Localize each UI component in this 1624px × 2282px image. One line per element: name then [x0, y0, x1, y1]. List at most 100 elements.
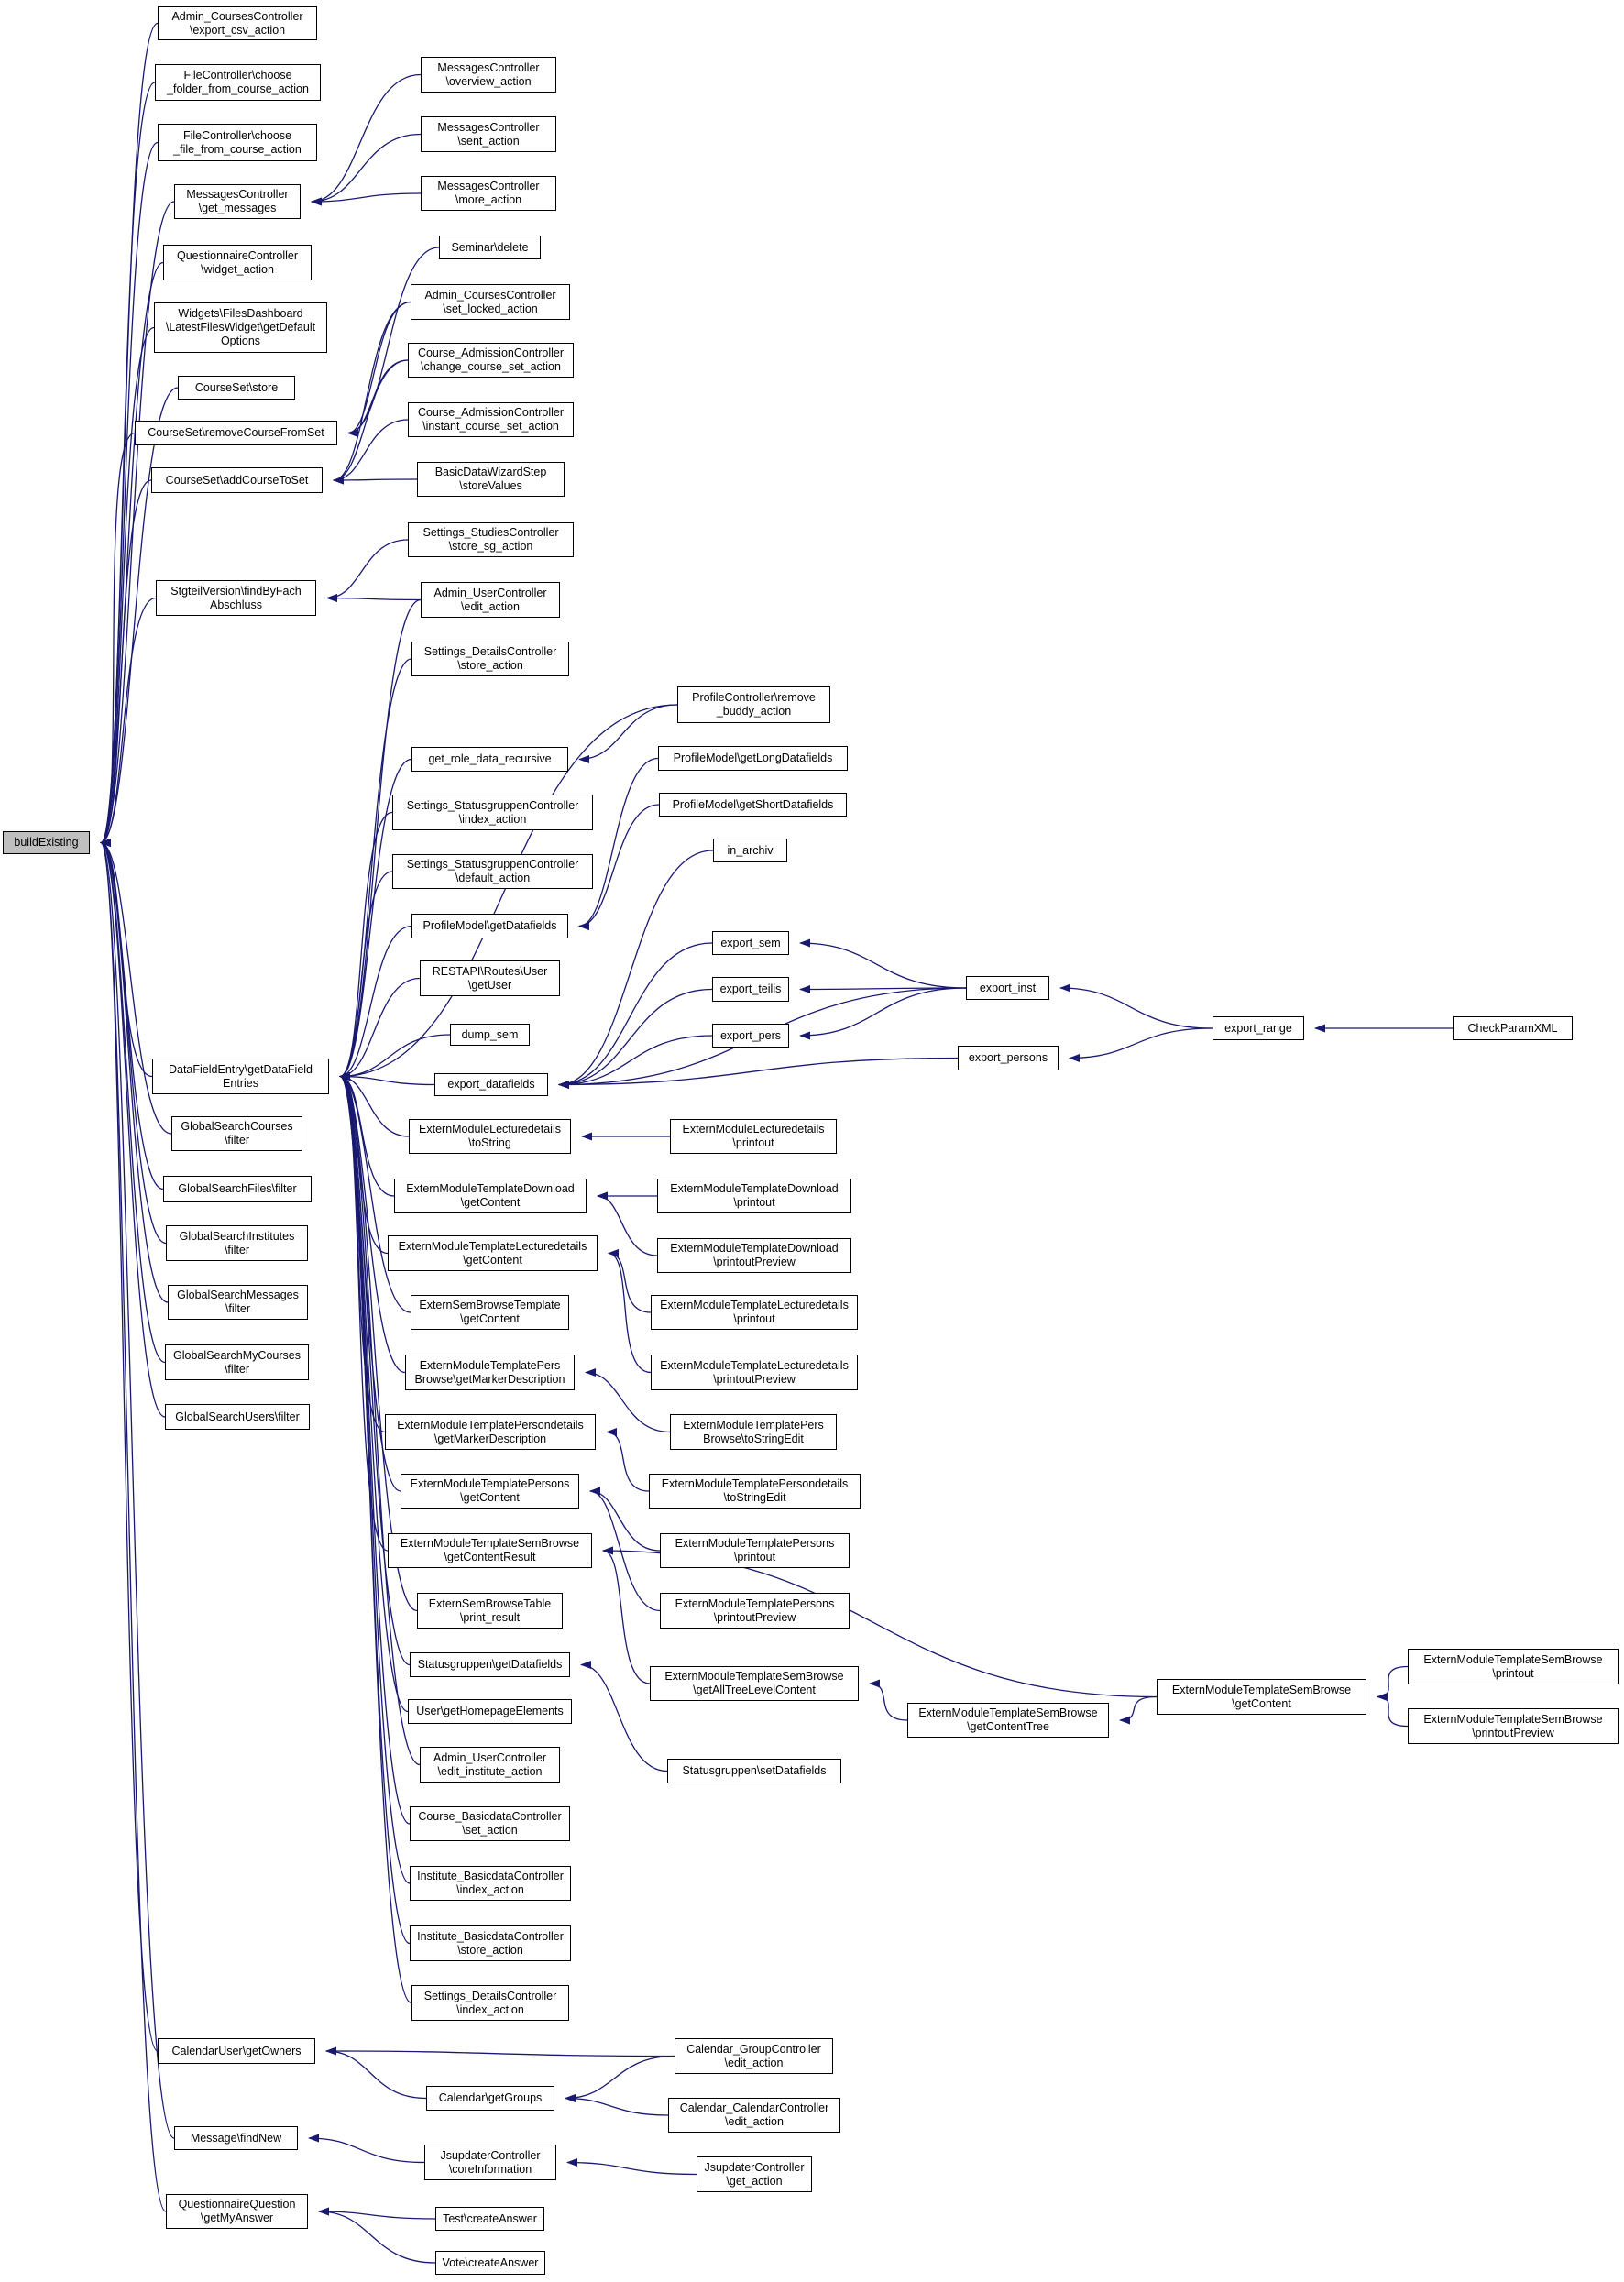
- node-dump-sem[interactable]: dump_sem: [450, 1024, 530, 1046]
- node-externmoduletemplatesembrowse-printout[interactable]: ExternModuleTemplateSemBrowse\printout: [1408, 1649, 1619, 1684]
- edge-eperson-to-erange: [1069, 1027, 1213, 1062]
- node-export-datafields[interactable]: export_datafields: [434, 1073, 548, 1096]
- node-externmoduletemplatesembrowse-printoutpreview[interactable]: ExternModuleTemplateSemBrowse\printoutPr…: [1408, 1708, 1619, 1744]
- node-externmoduletemplatedownload-printout[interactable]: ExternModuleTemplateDownload\printout: [657, 1179, 851, 1213]
- node-admin-usercontroller-edit-action[interactable]: Admin_UserController\edit_action: [421, 582, 560, 618]
- node-courseset-removecoursefromset[interactable]: CourseSet\removeCourseFromSet: [135, 421, 337, 445]
- node-globalsearchmessages-filter[interactable]: GlobalSearchMessages\filter: [168, 1285, 308, 1320]
- node-messagescontroller-overview-action[interactable]: MessagesController\overview_action: [421, 57, 556, 93]
- node-label-line: \default_action: [455, 872, 531, 884]
- node-basicdatawizardstep-storevalues[interactable]: BasicDataWizardStep\storeValues: [417, 462, 565, 497]
- node-externmodulelecturedetails-printout[interactable]: ExternModuleLecturedetails\printout: [670, 1119, 837, 1154]
- node-externsembrowsetable-print-result[interactable]: ExternSemBrowseTable\print_result: [417, 1593, 563, 1629]
- node-externmoduletemplatedownload-getcontent[interactable]: ExternModuleTemplateDownload\getContent: [394, 1179, 587, 1213]
- node-messagescontroller-get-messages[interactable]: MessagesController\get_messages: [174, 184, 301, 219]
- node-profilemodel-getlongdatafields[interactable]: ProfileModel\getLongDatafields: [658, 746, 848, 771]
- node-label-line: ProfileModel\getDatafields: [422, 919, 557, 932]
- edge-edf-to-inar: [558, 850, 714, 1089]
- node-externmoduletemplatedownload-printoutpreview[interactable]: ExternModuleTemplateDownload\printoutPre…: [657, 1238, 851, 1273]
- node-export-teilis[interactable]: export_teilis: [712, 977, 789, 1002]
- node-externmoduletemplatelecturedetails-getcontent[interactable]: ExternModuleTemplateLecturedetails\getCo…: [388, 1235, 598, 1271]
- node-course-basicdatacontroller-set-action[interactable]: Course_BasicdataController\set_action: [410, 1806, 570, 1841]
- node-messagescontroller-sent-action[interactable]: MessagesController\sent_action: [421, 116, 556, 152]
- node-restapi-routes-user-getuser[interactable]: RESTAPI\Routes\User\getUser: [420, 960, 560, 996]
- node-calendar-calendarcontroller-edit-action[interactable]: Calendar_CalendarController\edit_action: [668, 2098, 840, 2133]
- edge-n11-to-esbtab: [339, 1072, 418, 1612]
- node-settings-statusgruppencontroller-index-action[interactable]: Settings_StatusgruppenController\index_a…: [392, 795, 593, 830]
- node-label-line: \printoutPreview: [713, 1610, 796, 1624]
- node-settings-statusgruppencontroller-default-action[interactable]: Settings_StatusgruppenController\default…: [392, 854, 593, 889]
- node-externmoduletemplatepersondetails-getmarkerdescription[interactable]: ExternModuleTemplatePersondetails\getMar…: [385, 1414, 596, 1450]
- node-questionnairequestion-getmyanswer[interactable]: QuestionnaireQuestion\getMyAnswer: [166, 2194, 308, 2229]
- node-institute-basicdatacontroller-index-action[interactable]: Institute_BasicdataController\index_acti…: [410, 1866, 571, 1901]
- node-course-admissioncontroller-instant-course-set-action[interactable]: Course_AdmissionController\instant_cours…: [408, 402, 574, 437]
- node-settings-detailscontroller-index-action[interactable]: Settings_DetailsController\index_action: [411, 1985, 569, 2021]
- node-profilecontroller-remove-buddy-action[interactable]: ProfileController\remove_buddy_action: [677, 686, 830, 723]
- node-institute-basicdatacontroller-store-action[interactable]: Institute_BasicdataController\store_acti…: [410, 1925, 571, 1961]
- node-externmoduletemplatepersondetails-tostringedit[interactable]: ExternModuleTemplatePersondetails\toStri…: [649, 1474, 861, 1509]
- node-admin-usercontroller-edit-institute-action[interactable]: Admin_UserController\edit_institute_acti…: [420, 1747, 560, 1783]
- node-label-line: Statusgruppen\setDatafields: [682, 1764, 827, 1777]
- node-export-inst[interactable]: export_inst: [966, 976, 1049, 1000]
- node-label-line: \store_action: [457, 659, 523, 672]
- node-statusgruppen-setdatafields[interactable]: Statusgruppen\setDatafields: [667, 1759, 841, 1783]
- node-globalsearchcourses-filter[interactable]: GlobalSearchCourses\filter: [171, 1116, 302, 1151]
- node-checkparamxml[interactable]: CheckParamXML: [1453, 1016, 1573, 1040]
- node-externmodulelecturedetails-tostring[interactable]: ExternModuleLecturedetails\toString: [409, 1119, 571, 1154]
- node-statusgruppen-getdatafields[interactable]: Statusgruppen\getDatafields: [410, 1652, 570, 1677]
- node-label-line: Widgets\FilesDashboard: [178, 307, 303, 320]
- node-externsembrowsetemplate-getcontent[interactable]: ExternSemBrowseTemplate\getContent: [411, 1295, 569, 1330]
- node-export-range[interactable]: export_range: [1213, 1016, 1304, 1040]
- node-externmoduletemplatesembrowse-getcontent[interactable]: ExternModuleTemplateSemBrowse\getContent: [1157, 1679, 1366, 1715]
- node-questionnairecontroller-widget-action[interactable]: QuestionnaireController\widget_action: [163, 245, 312, 280]
- node-externmoduletemplatesembrowse-getcontenttree[interactable]: ExternModuleTemplateSemBrowse\getContent…: [907, 1703, 1109, 1738]
- node-in-archiv[interactable]: in_archiv: [713, 839, 787, 862]
- node-calendaruser-getowners[interactable]: CalendarUser\getOwners: [158, 2038, 315, 2064]
- node-externmoduletemplatepersons-printoutpreview[interactable]: ExternModuleTemplatePersons\printoutPrev…: [660, 1593, 850, 1629]
- node-externmoduletemplatesembrowse-getalltreelevelcontent[interactable]: ExternModuleTemplateSemBrowse\getAllTree…: [650, 1666, 859, 1701]
- node-settings-studiescontroller-store-sg-action[interactable]: Settings_StudiesController\store_sg_acti…: [408, 522, 574, 557]
- node-externmoduletemplatesembrowse-getcontentresult[interactable]: ExternModuleTemplateSemBrowse\getContent…: [388, 1533, 592, 1568]
- node-globalsearchusers-filter[interactable]: GlobalSearchUsers\filter: [165, 1404, 310, 1430]
- node-courseset-store[interactable]: CourseSet\store: [178, 376, 295, 400]
- node-profilemodel-getdatafields[interactable]: ProfileModel\getDatafields: [411, 914, 568, 938]
- node-export-pers[interactable]: export_pers: [712, 1024, 789, 1048]
- node-course-admissioncontroller-change-course-set-action[interactable]: Course_AdmissionController\change_course…: [408, 343, 574, 378]
- node-profilemodel-getshortdatafields[interactable]: ProfileModel\getShortDatafields: [659, 793, 847, 817]
- node-externmoduletemplatepersons-getcontent[interactable]: ExternModuleTemplatePersons\getContent: [401, 1474, 579, 1509]
- node-calendar-groupcontroller-edit-action[interactable]: Calendar_GroupController\edit_action: [675, 2038, 833, 2074]
- node-vote-createanswer[interactable]: Vote\createAnswer: [435, 2251, 545, 2275]
- node-globalsearchmycourses-filter[interactable]: GlobalSearchMyCourses\filter: [165, 1344, 309, 1380]
- node-seminar-delete[interactable]: Seminar\delete: [439, 236, 541, 259]
- node-messagescontroller-more-action[interactable]: MessagesController\more_action: [421, 176, 556, 211]
- node-courseset-addcoursetoset[interactable]: CourseSet\addCourseToSet: [151, 467, 323, 493]
- node-jsupdatercontroller-get-action[interactable]: JsupdaterController\get_action: [697, 2156, 812, 2192]
- node-globalsearchfiles-filter[interactable]: GlobalSearchFiles\filter: [163, 1176, 312, 1202]
- edge-n11-to-pmd: [339, 925, 412, 1081]
- node-settings-detailscontroller-store-action[interactable]: Settings_DetailsController\store_action: [411, 642, 569, 676]
- node-externmoduletemplatelecturedetails-printout[interactable]: ExternModuleTemplateLecturedetails\print…: [651, 1295, 858, 1330]
- node-externmoduletemplatepersons-printout[interactable]: ExternModuleTemplatePersons\printout: [660, 1533, 850, 1568]
- node-calendar-getgroups[interactable]: Calendar\getGroups: [426, 2086, 554, 2111]
- node-filecontroller-choose-file-from-course-action[interactable]: FileController\choose_file_from_course_a…: [158, 124, 317, 161]
- node-externmoduletemplatelecturedetails-printoutpreview[interactable]: ExternModuleTemplateLecturedetails\print…: [651, 1355, 858, 1390]
- node-user-gethomepageelements[interactable]: User\getHomepageElements: [408, 1699, 572, 1724]
- node-get-role-data-recursive[interactable]: get_role_data_recursive: [411, 747, 568, 772]
- node-export-persons[interactable]: export_persons: [958, 1046, 1059, 1070]
- node-export-sem[interactable]: export_sem: [712, 931, 789, 955]
- node-filecontroller-choose-folder-from-course-action[interactable]: FileController\choose_folder_from_course…: [155, 64, 321, 101]
- node-label-line: \filter: [224, 1362, 250, 1376]
- node-message-findnew[interactable]: Message\findNew: [174, 2126, 298, 2150]
- node-test-createanswer[interactable]: Test\createAnswer: [435, 2207, 544, 2231]
- node-admin-coursescontroller-export-csv-action[interactable]: Admin_CoursesController\export_csv_actio…: [158, 6, 317, 40]
- node-globalsearchinstitutes-filter[interactable]: GlobalSearchInstitutes\filter: [166, 1225, 308, 1261]
- node-widgets-filesdashboard-latestfileswidget-getdefaultoptions[interactable]: Widgets\FilesDashboard\LatestFilesWidget…: [154, 302, 327, 353]
- node-jsupdatercontroller-coreinformation[interactable]: JsupdaterController\coreInformation: [424, 2145, 556, 2180]
- node-label-line: RESTAPI\Routes\User: [432, 964, 548, 978]
- node-admin-coursescontroller-set-locked-action[interactable]: Admin_CoursesController\set_locked_actio…: [411, 284, 570, 320]
- node-label-line: export_inst: [979, 981, 1037, 994]
